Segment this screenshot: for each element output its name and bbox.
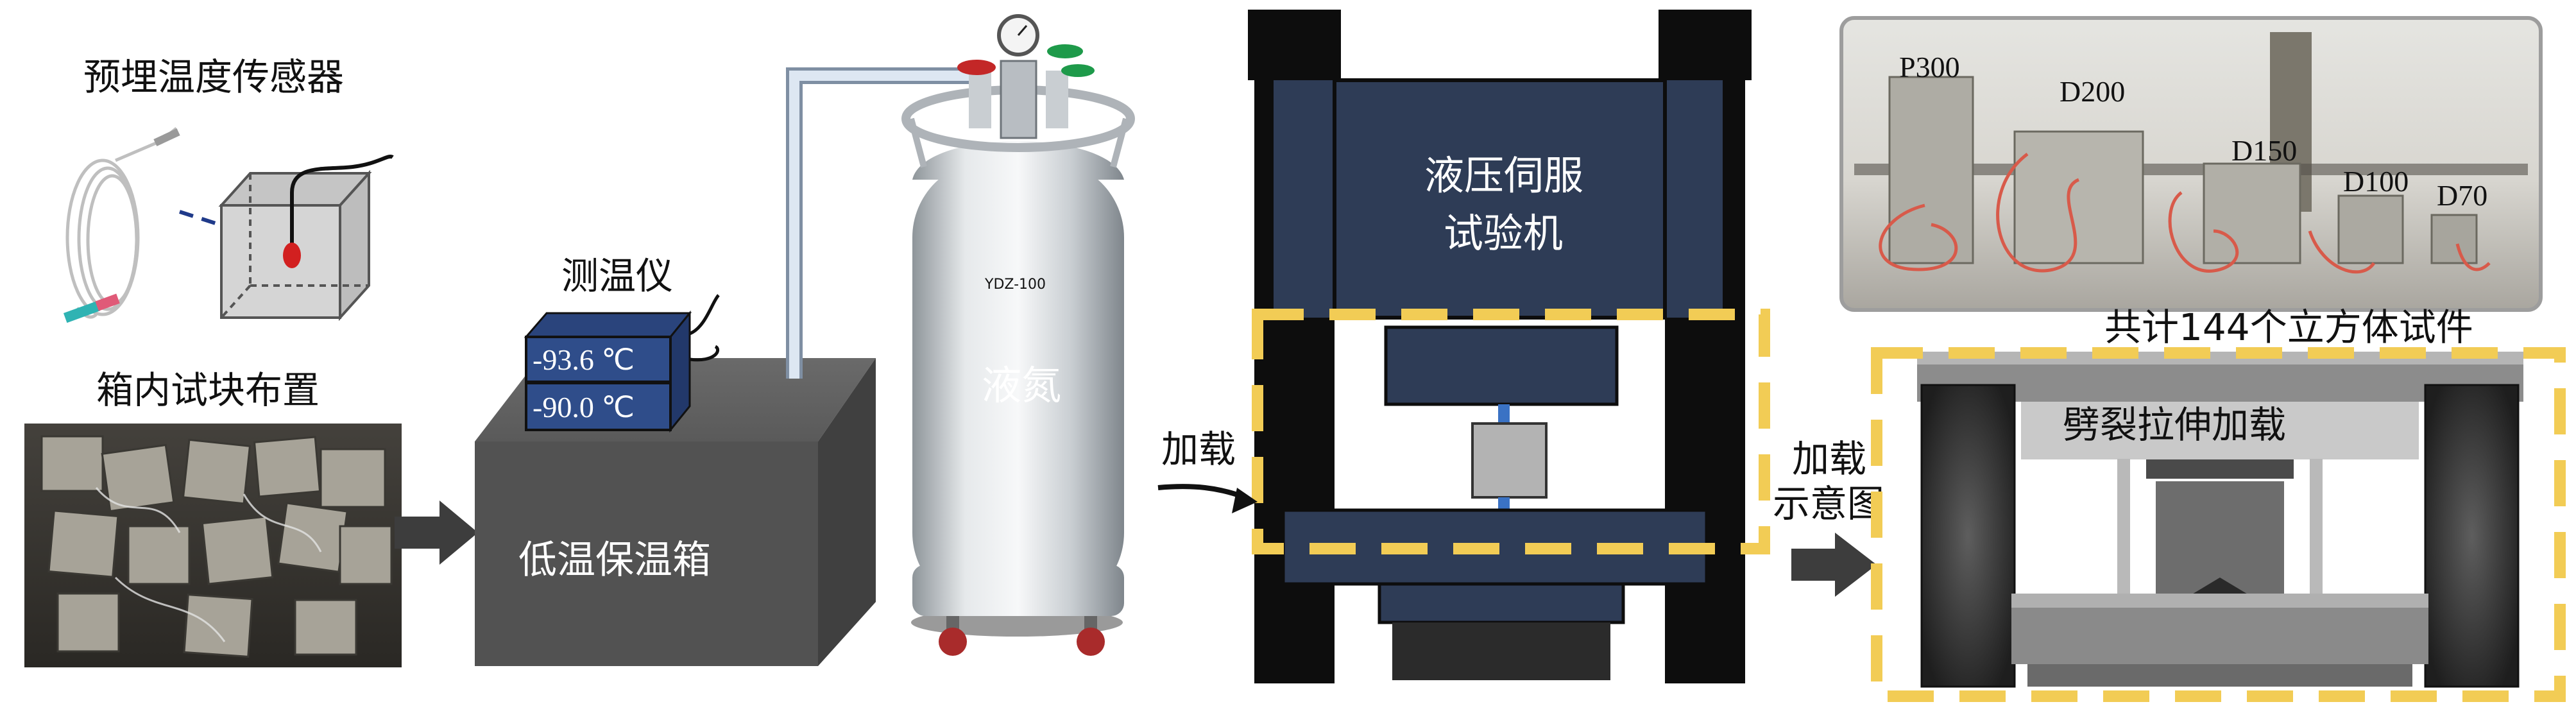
- schematic-connector: 加载 示意图: [1773, 437, 1884, 597]
- machine-label-line2: 试验机: [1444, 210, 1563, 257]
- specimen-photo-section: P300 D200 D150 D100 D70: [1839, 16, 2543, 312]
- arrow-to-schematic: [1791, 533, 1877, 597]
- tank-wheels: [939, 616, 1105, 656]
- cube-d70: [2430, 214, 2478, 264]
- photo-wires: [1879, 153, 2491, 274]
- temp-reading-2: -90.0 ℃: [533, 391, 635, 424]
- box-layout-title: 箱内试块布置: [96, 368, 320, 412]
- photo-cubes: [1888, 76, 2478, 264]
- cold-box-label: 低温保温箱: [518, 538, 711, 583]
- machine-specimen: [1471, 422, 1548, 499]
- tank-body: [912, 160, 1124, 610]
- specimen-d150: D150: [2231, 134, 2297, 167]
- thermometer-device: -93.6 ℃ -90.0 ℃: [524, 294, 720, 433]
- thermometer-label: 测温仪: [561, 254, 673, 298]
- valve-green-icon: [1047, 44, 1083, 58]
- embedded-sensor-wire: [290, 155, 394, 253]
- specimen-p300: P300: [1899, 51, 1960, 83]
- machine-label-line1: 液压伺服: [1424, 152, 1583, 199]
- valve-red-icon: [957, 60, 996, 75]
- cold-box-section: 低温保温箱 测温仪 -93.6 ℃ -90.0 ℃: [475, 67, 975, 666]
- cold-box-front: [475, 441, 818, 666]
- sensor-dot: [283, 243, 301, 268]
- specimen-d70: D70: [2437, 179, 2487, 212]
- splitting-tension-label: 劈裂拉伸加载: [2063, 403, 2286, 447]
- schematic-specimen: [2156, 481, 2284, 594]
- photo-specimens: [40, 435, 393, 658]
- sensor-cube: [218, 169, 372, 321]
- schematic-left-rod: [1920, 384, 2016, 688]
- hydraulic-machine-section: 液压伺服 试验机 加载: [1157, 10, 1770, 683]
- cold-box-side: [818, 358, 876, 666]
- specimen-d100: D100: [2343, 165, 2409, 198]
- schematic-dashed-frame: [1871, 347, 2566, 702]
- temp-reading-1: -93.6 ℃: [533, 343, 635, 376]
- temp-display-1: [525, 336, 672, 383]
- schematic-label-line2: 示意图: [1773, 482, 1884, 526]
- sensor-probe-tip: [153, 128, 180, 146]
- temp-display-2: [525, 382, 672, 431]
- box-layout-section: 箱内试块布置: [24, 368, 478, 667]
- splitting-schematic-section: 共计144个立方体试件 劈裂拉伸加载: [1871, 305, 2566, 702]
- nitrogen-tank-section: YDZ-100 液氮: [901, 14, 1135, 656]
- cube-d150: [2203, 162, 2301, 264]
- cube-d200: [2013, 130, 2144, 264]
- tank-model: YDZ-100: [984, 277, 1046, 293]
- sensor-title: 预埋温度传感器: [83, 55, 344, 99]
- cube-p300: [1888, 76, 1974, 264]
- schematic-label-line1: 加载: [1792, 437, 1866, 481]
- arrow-to-cold-box: [395, 501, 478, 565]
- loading-label: 加载: [1161, 427, 1236, 471]
- sensor-connector: [63, 301, 101, 323]
- schematic-right-rod: [2424, 384, 2520, 688]
- loading-dashed-frame: [1252, 309, 1770, 554]
- sensor-wire-coil: [65, 127, 178, 319]
- liquid-nitrogen-label: 液氮: [982, 362, 1061, 409]
- cube-d100: [2337, 194, 2404, 264]
- machine-upper-platen: [1384, 325, 1619, 406]
- specimen-d200: D200: [2060, 75, 2125, 108]
- loading-arrow: [1157, 484, 1246, 500]
- total-specimens-label: 共计144个立方体试件: [2104, 305, 2473, 349]
- sensor-section: 预埋温度传感器: [63, 55, 394, 323]
